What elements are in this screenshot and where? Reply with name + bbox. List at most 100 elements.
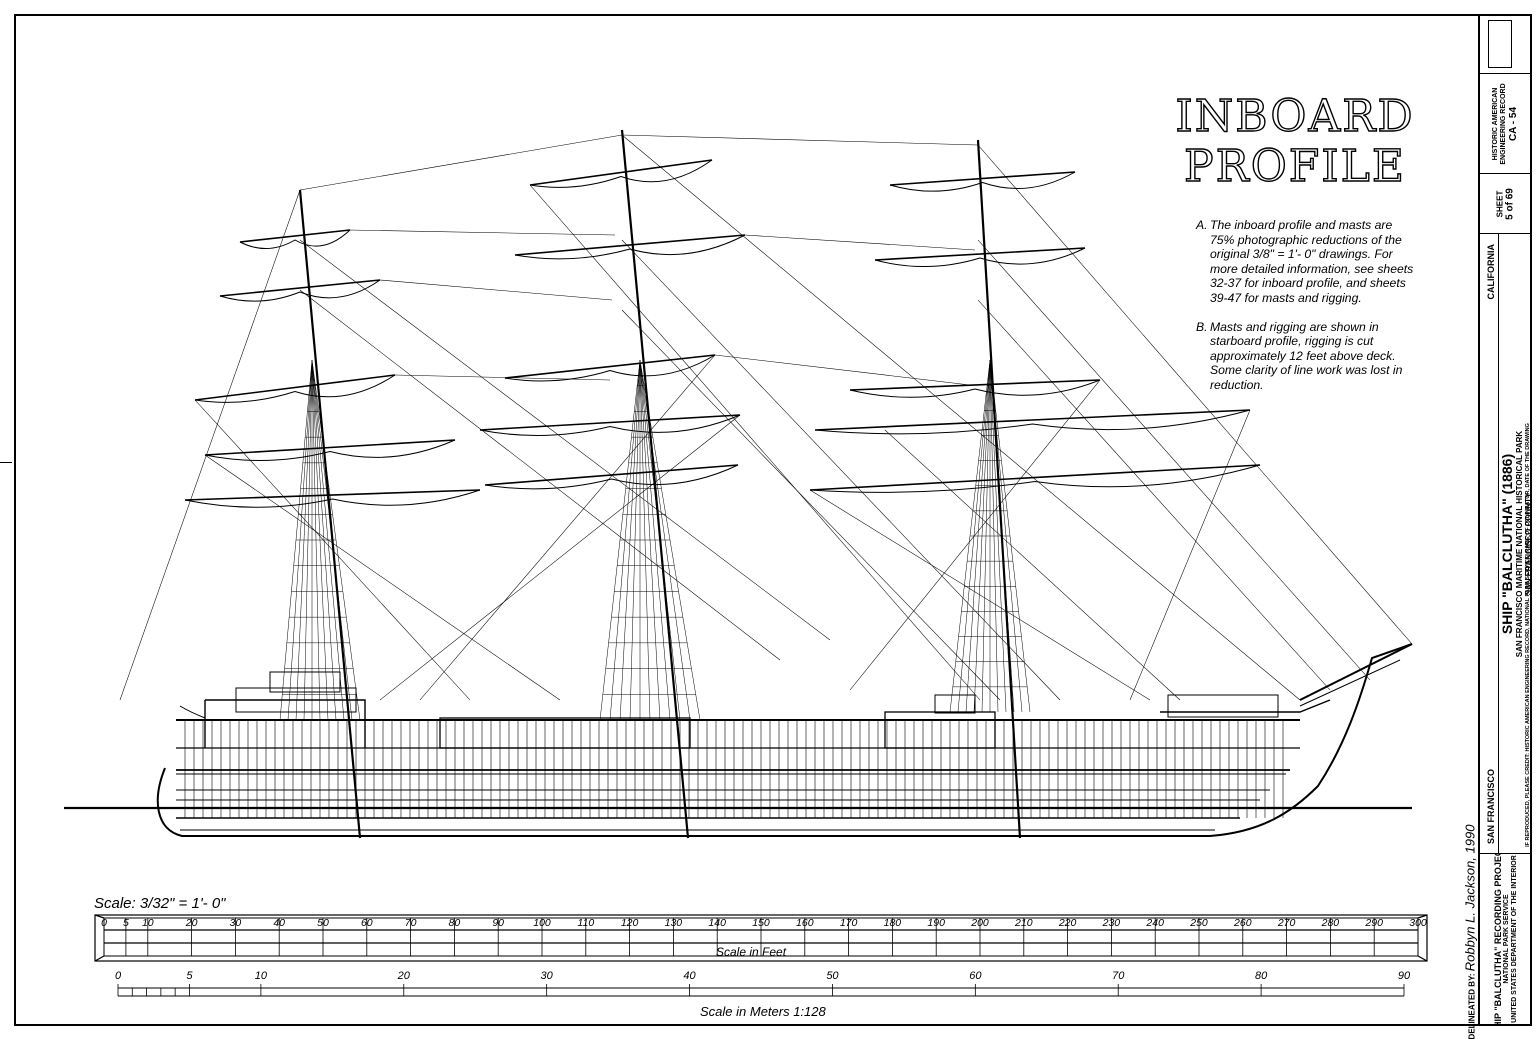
drawing-title: INBOARD PROFILE bbox=[1160, 91, 1430, 192]
meter-tick-label: 90 bbox=[1397, 970, 1411, 982]
meter-tick-label: 0 bbox=[114, 970, 122, 982]
feet-tick-label: 280 bbox=[1321, 917, 1340, 929]
feet-tick-label: 140 bbox=[708, 917, 726, 929]
rigging-line bbox=[299, 134, 623, 191]
furled-sail bbox=[809, 464, 1261, 493]
note-a-label: A. bbox=[1196, 218, 1208, 232]
state: CALIFORNIA bbox=[1485, 244, 1496, 300]
meter-tick-label: 30 bbox=[540, 970, 553, 982]
furled-sail bbox=[479, 414, 741, 436]
rigging-lines bbox=[119, 134, 1413, 701]
rigging-line bbox=[379, 414, 741, 701]
feet-tick-label: 70 bbox=[404, 917, 417, 929]
yard bbox=[889, 171, 1076, 186]
rigging-line bbox=[349, 229, 616, 236]
yard bbox=[204, 439, 456, 456]
project-name: SHIP "BALCLUTHA" RECORDING PROJECT bbox=[1492, 854, 1503, 1024]
rigging-line bbox=[744, 234, 976, 251]
meter-tick-label: 10 bbox=[254, 970, 267, 982]
note-b-text: Masts and rigging are shown in starboard… bbox=[1210, 319, 1403, 392]
tb-sheet-cell: SHEET 5 of 69 bbox=[1480, 174, 1532, 234]
feet-tick-label: 0 bbox=[101, 917, 107, 929]
feet-tick-label: 260 bbox=[1234, 917, 1252, 929]
credit-note-strip: IF REPRODUCED, PLEASE CREDIT: HISTORIC A… bbox=[1522, 240, 1534, 1030]
furled-sail bbox=[239, 229, 351, 249]
feet-tick-label: 160 bbox=[796, 917, 814, 929]
rigging-line bbox=[529, 184, 981, 701]
feet-tick-label: 110 bbox=[577, 917, 595, 929]
tb-record-cell: HISTORIC AMERICAN ENGINEERING RECORD CA … bbox=[1480, 74, 1532, 174]
record-line-1: HISTORIC AMERICAN bbox=[1492, 87, 1500, 160]
furled-sail bbox=[219, 279, 381, 302]
feet-tick-label: 20 bbox=[185, 917, 198, 929]
yard bbox=[809, 464, 1261, 491]
rigging-line bbox=[884, 429, 1181, 701]
meter-tick-label: 80 bbox=[1254, 970, 1268, 982]
note-a-text: The inboard profile and masts are 75% ph… bbox=[1210, 218, 1414, 305]
sheet-value: 5 of 69 bbox=[1504, 187, 1516, 220]
furled-sail bbox=[514, 234, 746, 260]
rigging-line bbox=[714, 354, 971, 386]
rigging-line bbox=[204, 454, 561, 701]
feet-scale-caption: Scale in Feet bbox=[716, 945, 787, 959]
yard bbox=[814, 409, 1251, 431]
feet-tick-label: 30 bbox=[229, 917, 242, 929]
feet-tick-label: 60 bbox=[360, 917, 373, 929]
feet-tick-label: 130 bbox=[664, 917, 683, 929]
title-line-2: PROFILE bbox=[1183, 141, 1407, 192]
yard bbox=[219, 279, 381, 297]
ship-name: SHIP "BALCLUTHA" (1886) bbox=[1498, 453, 1515, 635]
rigging-line bbox=[379, 279, 613, 301]
furled-sail bbox=[814, 409, 1251, 435]
yard bbox=[514, 234, 746, 256]
delineator-name: Robbyn L. Jackson, 1990 bbox=[1462, 824, 1478, 972]
credit-note: IF REPRODUCED, PLEASE CREDIT: HISTORIC A… bbox=[1524, 423, 1531, 847]
furled-sail bbox=[849, 379, 1101, 398]
record-number: CA - 54 bbox=[1508, 106, 1520, 141]
feet-tick-label: 100 bbox=[533, 917, 551, 929]
feet-tick-label: 40 bbox=[273, 917, 286, 929]
feet-tick-label: 50 bbox=[317, 917, 329, 929]
rigging-line bbox=[977, 144, 1413, 645]
tb-logo-cell bbox=[1480, 14, 1532, 74]
rigging-line bbox=[1129, 409, 1251, 701]
furled-sail bbox=[529, 159, 713, 188]
tb-main-cell: SAN FRANCISCO CALIFORNIA SHIP "BALCLUTHA… bbox=[1480, 234, 1532, 854]
note-b: B. Masts and rigging are shown in starbo… bbox=[1196, 320, 1416, 393]
yard bbox=[479, 414, 741, 431]
drawing-notes: A. The inboard profile and masts are 75%… bbox=[1196, 218, 1416, 407]
delineated-label: DELINEATED BY: bbox=[1467, 973, 1477, 1039]
hull-frames bbox=[184, 720, 1284, 818]
feet-tick-label: 220 bbox=[1058, 917, 1077, 929]
rigging-line bbox=[119, 189, 301, 701]
sheet-border bbox=[14, 14, 1532, 1026]
furled-sail bbox=[204, 439, 456, 461]
hare-stamp bbox=[1488, 20, 1512, 68]
rigging-line bbox=[621, 309, 1001, 701]
feet-tick-label: 120 bbox=[620, 917, 639, 929]
agency-line-2: UNITED STATES DEPARTMENT OF THE INTERIOR bbox=[1511, 855, 1519, 1023]
feet-tick-label: 240 bbox=[1146, 917, 1164, 929]
rigging-line bbox=[194, 399, 471, 701]
rigging-line bbox=[977, 299, 1331, 691]
yard bbox=[529, 159, 713, 186]
yard bbox=[874, 247, 1086, 261]
furled-sail bbox=[484, 464, 739, 490]
feet-tick-label: 180 bbox=[883, 917, 902, 929]
meter-tick-label: 70 bbox=[1112, 970, 1125, 982]
sheet-label: SHEET bbox=[1495, 190, 1505, 217]
edge-mark bbox=[0, 462, 12, 463]
meter-scale-ticks bbox=[117, 984, 1405, 996]
yard bbox=[184, 489, 481, 501]
rigging-line bbox=[299, 239, 831, 641]
feet-tick-label: 190 bbox=[927, 917, 945, 929]
rigging-line bbox=[621, 239, 1061, 701]
feet-tick-label: 290 bbox=[1365, 917, 1383, 929]
rigging-line bbox=[621, 134, 979, 146]
rigging-line bbox=[849, 379, 1101, 691]
feet-tick-label: 200 bbox=[971, 917, 989, 929]
furled-sail bbox=[504, 354, 716, 382]
feet-tick-label: 210 bbox=[1015, 917, 1033, 929]
